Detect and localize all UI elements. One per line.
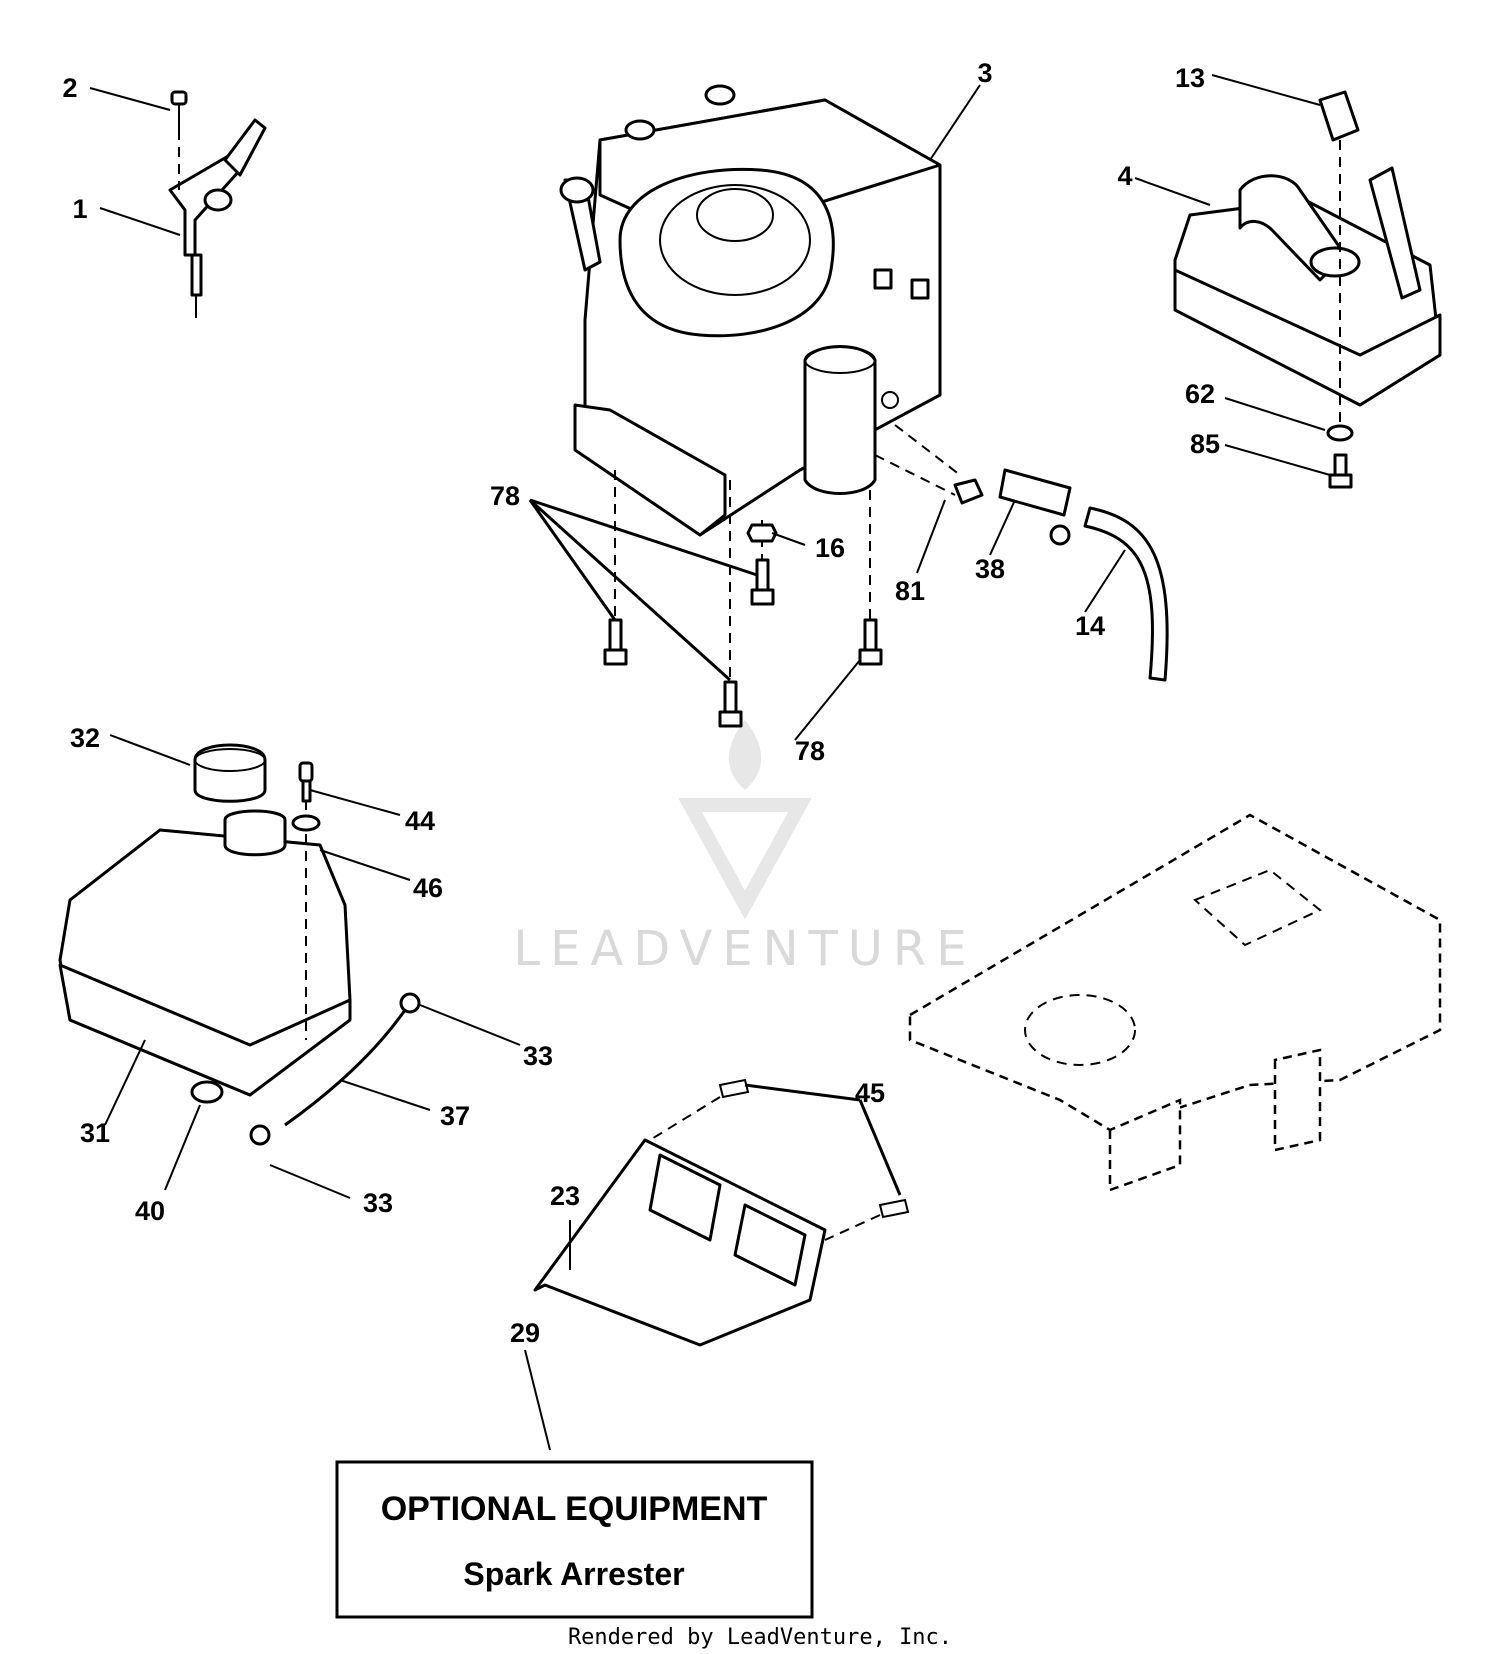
callout-29: 29 [510,1318,540,1348]
fuel-tank [58,743,421,1146]
callout-2: 2 [62,73,77,103]
footer-credit: Rendered by LeadVenture, Inc. [568,1625,952,1650]
chassis-outline [908,813,1442,1192]
fuel-filter-hose [874,424,1169,682]
engine-bolts [603,470,883,728]
optional-equipment-box: OPTIONAL EQUIPMENT Spark Arrester [335,1460,814,1619]
callout-62: 62 [1185,379,1215,409]
callout-31: 31 [80,1118,110,1148]
callout-78-bottom: 78 [795,736,825,766]
callout-44: 44 [405,806,435,836]
callout-13: 13 [1175,63,1205,93]
callout-45: 45 [855,1078,885,1108]
callout-40: 40 [135,1196,165,1226]
callout-14: 14 [1075,611,1105,641]
muffler [1173,90,1442,489]
callout-78-top: 78 [490,481,520,511]
watermark-logo [678,720,812,920]
callout-81: 81 [895,576,925,606]
callout-33-top: 33 [523,1041,553,1071]
callout-37: 37 [440,1101,470,1131]
callout-23: 23 [550,1181,580,1211]
spark-arrester [533,1078,910,1347]
callout-32: 32 [70,723,100,753]
callout-33-bottom: 33 [363,1188,393,1218]
callout-3: 3 [977,58,992,88]
callout-4: 4 [1117,161,1132,191]
callouts: 2 1 3 13 4 62 85 78 16 81 38 14 78 32 44… [62,58,1220,1348]
engine [559,84,942,537]
watermark-text: LEADVENTURE [513,921,976,977]
throttle-control [168,90,267,318]
optional-equipment-subtitle: Spark Arrester [463,1556,684,1592]
callout-1: 1 [72,194,87,224]
callout-85: 85 [1190,429,1220,459]
callout-46: 46 [413,873,443,903]
callout-38: 38 [975,554,1005,584]
callout-16: 16 [815,533,845,563]
optional-equipment-title: OPTIONAL EQUIPMENT [381,1490,768,1528]
leader-lines [89,74,1331,1451]
